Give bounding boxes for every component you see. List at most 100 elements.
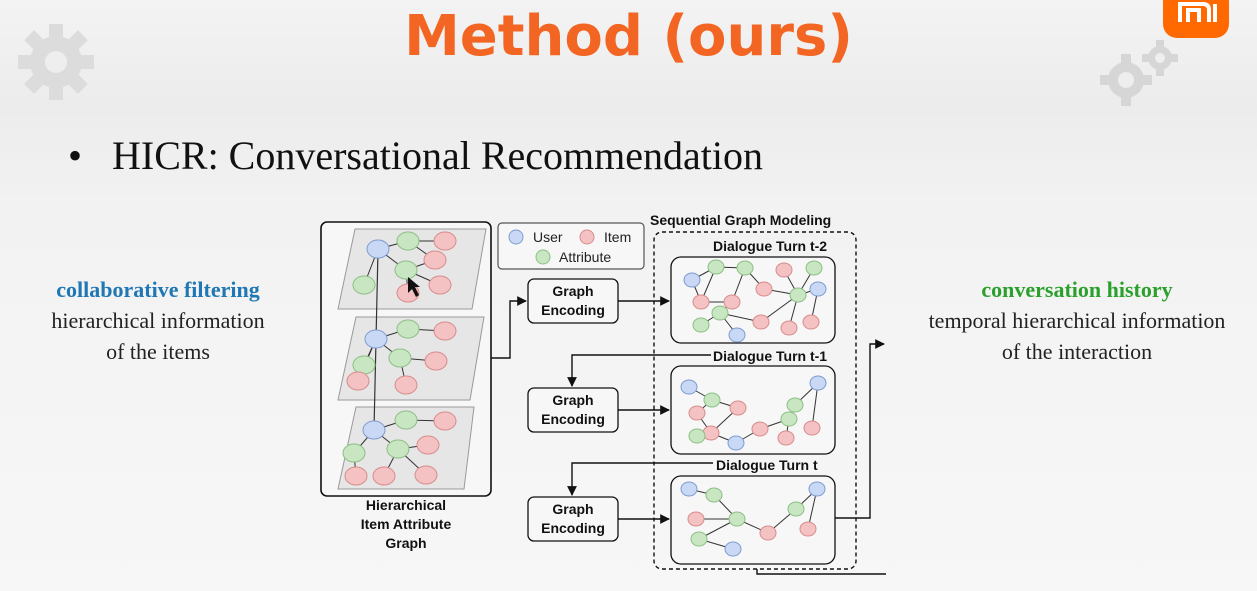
turn2-node — [703, 392, 721, 408]
legend-user: User — [533, 229, 563, 245]
turn2-node — [780, 411, 798, 427]
connector-bottom-line — [756, 569, 886, 575]
right-note-highlight: conversation history — [981, 277, 1173, 302]
hier-label-1: Hierarchical — [366, 497, 446, 513]
turn3-node — [728, 511, 746, 527]
left-note-highlight: collaborative filtering — [56, 277, 260, 302]
layer-bot-node — [372, 466, 396, 486]
turn-label-2: Dialogue Turn t-1 — [713, 348, 827, 364]
turn3-node — [705, 487, 723, 503]
turn1-node — [711, 305, 729, 321]
turn3-node — [687, 511, 705, 527]
layer-top-node — [433, 231, 457, 251]
legend-item: Item — [604, 229, 631, 245]
cursor-icon — [408, 277, 420, 297]
turn1-node — [755, 281, 773, 297]
layer-top-node — [394, 260, 418, 280]
layer-mid-node — [388, 348, 412, 368]
legend-attribute: Attribute — [559, 249, 611, 265]
legend-user-dot — [508, 229, 524, 245]
turn1-node — [780, 320, 798, 336]
turn1-node — [802, 314, 820, 330]
left-note-line1: hierarchical information — [51, 308, 265, 333]
layer-bot-node — [416, 435, 440, 455]
turn2-node — [809, 375, 827, 391]
page-title: Method (ours) — [404, 4, 853, 69]
turn2-node — [688, 428, 706, 444]
sequential-title: Sequential Graph Modeling — [650, 212, 831, 228]
layer-bot-node — [386, 439, 410, 459]
turn2-node — [727, 435, 745, 451]
turn2-edge — [811, 382, 819, 429]
layer-bot-node — [394, 410, 418, 430]
right-note: conversation history temporal hierarchic… — [897, 274, 1257, 367]
graph-encoding-3-line1: Graph — [552, 501, 593, 517]
turn1-node — [805, 260, 823, 276]
left-note-line2: of the items — [106, 339, 210, 364]
turn3-node — [759, 525, 777, 541]
turn3-node — [680, 481, 698, 497]
hier-label-2: Item Attribute — [361, 516, 452, 532]
turn3-node — [808, 481, 826, 497]
left-note: collaborative filtering hierarchical inf… — [18, 274, 298, 367]
layer-top-node — [366, 239, 390, 259]
hier-label-3: Graph — [385, 535, 426, 551]
graph-encoding-2-line2: Encoding — [541, 411, 605, 427]
turn-box-1 — [670, 256, 836, 344]
turn2-node — [803, 420, 821, 436]
turn1-node — [692, 317, 710, 333]
layer-top-node — [352, 275, 376, 295]
legend-item-dot — [579, 229, 595, 245]
graph-encoding-3-line2: Encoding — [541, 520, 605, 536]
graph-encoding-1-line2: Encoding — [541, 302, 605, 318]
turn3-node — [787, 501, 805, 517]
turn-label-1: Dialogue Turn t-2 — [713, 238, 827, 254]
connector-hier-to-encoding — [491, 296, 527, 359]
mi-logo-icon — [1163, 0, 1229, 38]
turn2-node — [680, 379, 698, 395]
layer-top-node — [396, 231, 420, 251]
turn2-node — [786, 397, 804, 413]
turn1-node — [728, 327, 746, 343]
sequential-frame — [653, 231, 857, 570]
gear-icon — [18, 24, 94, 100]
layer-bot-node — [414, 465, 438, 485]
connector-turn3-output — [835, 339, 885, 519]
layer-mid-node — [352, 355, 376, 375]
turn1-node — [692, 294, 710, 310]
layer-bot-node — [362, 420, 386, 440]
layer-top-node — [428, 275, 452, 295]
turn1-node — [775, 262, 793, 278]
layer-bot-node — [433, 411, 457, 431]
turn1-node — [707, 259, 725, 275]
bullet-point: •HICR: Conversational Recommendation — [68, 133, 763, 178]
turn1-node — [723, 294, 741, 310]
turn1-node — [683, 272, 701, 288]
turn2-node — [702, 425, 720, 441]
right-note-line1: temporal hierarchical information — [928, 308, 1226, 333]
layer-mid-node — [433, 321, 457, 341]
connector-turn1-to-encoding2 — [567, 354, 711, 387]
graph-encoding-1-line1: Graph — [552, 283, 593, 299]
bullet-text: HICR: Conversational Recommendation — [112, 133, 763, 178]
turn-label-3: Dialogue Turn t — [716, 457, 818, 473]
turn1-node — [789, 287, 807, 303]
layer-mid-node — [364, 329, 388, 349]
turn1-node — [736, 260, 754, 276]
hicr-diagram: Hierarchical Item Attribute Graph User I… — [320, 212, 886, 575]
legend-box — [497, 222, 645, 270]
layer-mid-node — [424, 351, 448, 371]
gears-icon — [1100, 40, 1178, 106]
layer-mid-node — [394, 375, 418, 395]
connector-turn2-to-encoding3 — [567, 462, 713, 496]
turn1-node — [752, 314, 770, 330]
layer-mid-node — [346, 371, 370, 391]
turn3-node — [799, 521, 817, 537]
right-note-line2: of the interaction — [1001, 339, 1153, 364]
turn2-node — [729, 400, 747, 416]
graph-encoding-2-line1: Graph — [552, 392, 593, 408]
layer-bot-node — [344, 466, 368, 486]
legend-attribute-dot — [535, 249, 551, 265]
layer-top-node — [423, 250, 447, 270]
turn2-node — [688, 405, 706, 421]
